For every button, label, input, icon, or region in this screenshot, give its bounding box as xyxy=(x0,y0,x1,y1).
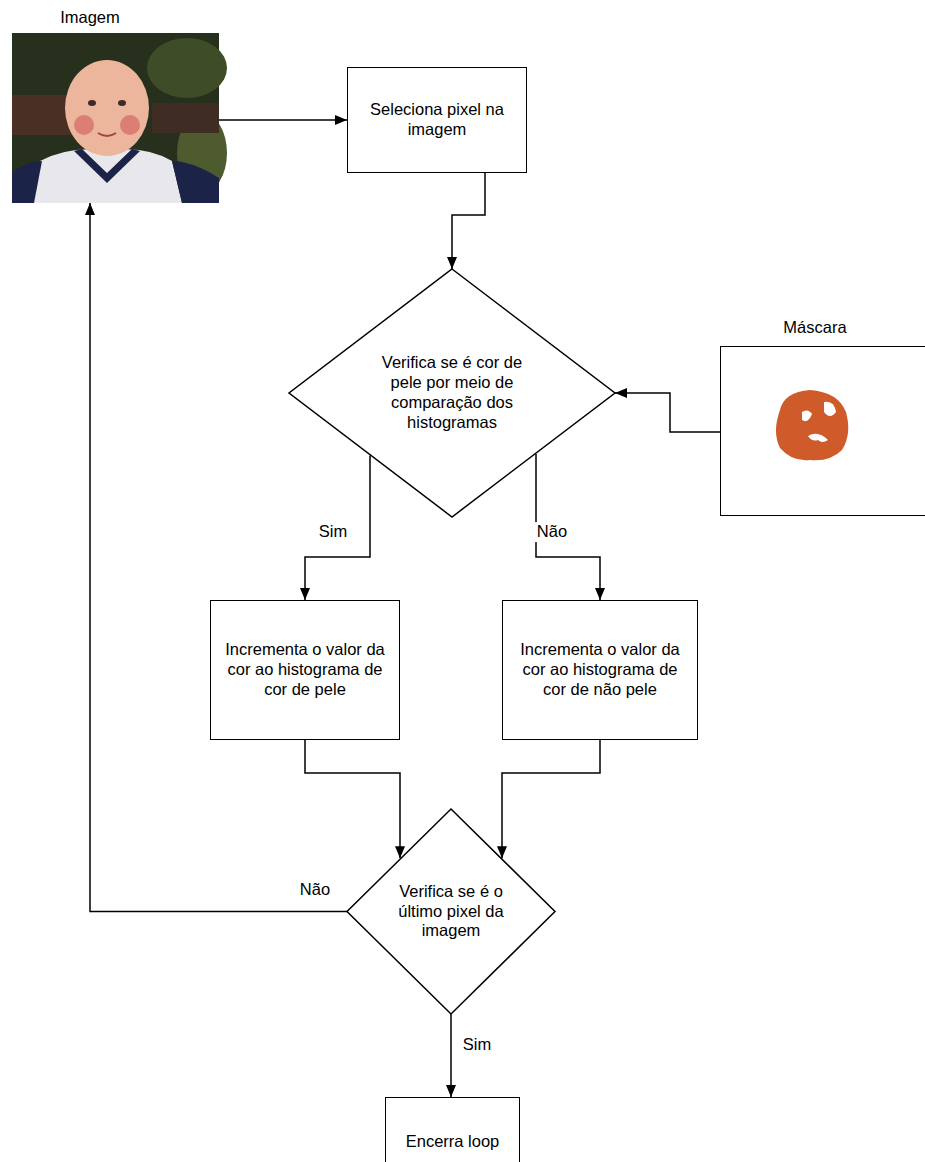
edge-label: Não xyxy=(297,880,333,900)
flow-arrow xyxy=(450,1014,452,1097)
node-heading: Imagem xyxy=(12,8,168,28)
node-text: Encerra loop xyxy=(406,1132,500,1152)
baby-head xyxy=(65,60,149,156)
node-text: Seleciona pixel na imagem xyxy=(356,100,518,140)
fence xyxy=(12,95,72,135)
node-text: Verifica se é cor de pele por meio de co… xyxy=(366,353,538,432)
process-box: Seleciona pixel na imagem xyxy=(347,67,527,173)
node-text: Incrementa o valor da cor ao histograma … xyxy=(219,640,391,699)
flow-arrow xyxy=(452,173,485,269)
fence xyxy=(152,103,219,133)
image-node: Imagem xyxy=(12,4,219,203)
mask-frame xyxy=(720,346,925,516)
cheek xyxy=(74,115,94,135)
edge-label: Sim xyxy=(316,522,350,542)
mask-hole xyxy=(824,402,836,416)
flow-arrow xyxy=(305,740,400,858)
cheek xyxy=(120,115,140,135)
node-heading: Máscara xyxy=(720,316,910,338)
baby-photo xyxy=(12,33,227,203)
mask-face xyxy=(776,390,848,460)
eye xyxy=(88,100,96,106)
process-box: Incrementa o valor da cor ao histograma … xyxy=(502,600,698,740)
shirt xyxy=(32,149,182,203)
edge-label: Sim xyxy=(460,1035,494,1055)
flow-arrow xyxy=(305,456,370,601)
flow-arrow xyxy=(502,740,600,858)
flow-arrow xyxy=(219,119,347,121)
process-box: Incrementa o valor da cor ao histograma … xyxy=(210,600,400,740)
eye xyxy=(118,100,126,106)
sleeve xyxy=(172,161,219,203)
diamond-shape xyxy=(289,269,615,517)
foliage xyxy=(147,38,227,98)
flow-arrow xyxy=(90,203,347,912)
mask-hole xyxy=(802,410,812,421)
decision-diamond: Verifica se é cor de pele por meio de co… xyxy=(288,268,616,518)
mouth xyxy=(98,133,116,136)
flow-arrow xyxy=(615,393,720,432)
edge-label: Não xyxy=(534,522,570,542)
skin-mask xyxy=(776,390,848,460)
mask-hole xyxy=(808,434,828,442)
mask-node: Máscara xyxy=(720,316,925,516)
decision-diamond: Verifica se é o último pixel da imagem xyxy=(346,808,556,1015)
node-text: Incrementa o valor da cor ao histograma … xyxy=(511,640,689,699)
diamond-shape xyxy=(347,809,555,1014)
node-text: Verifica se é o último pixel da imagem xyxy=(376,882,526,941)
sleeve xyxy=(12,161,42,203)
terminal-box: Encerra loop xyxy=(385,1097,520,1162)
